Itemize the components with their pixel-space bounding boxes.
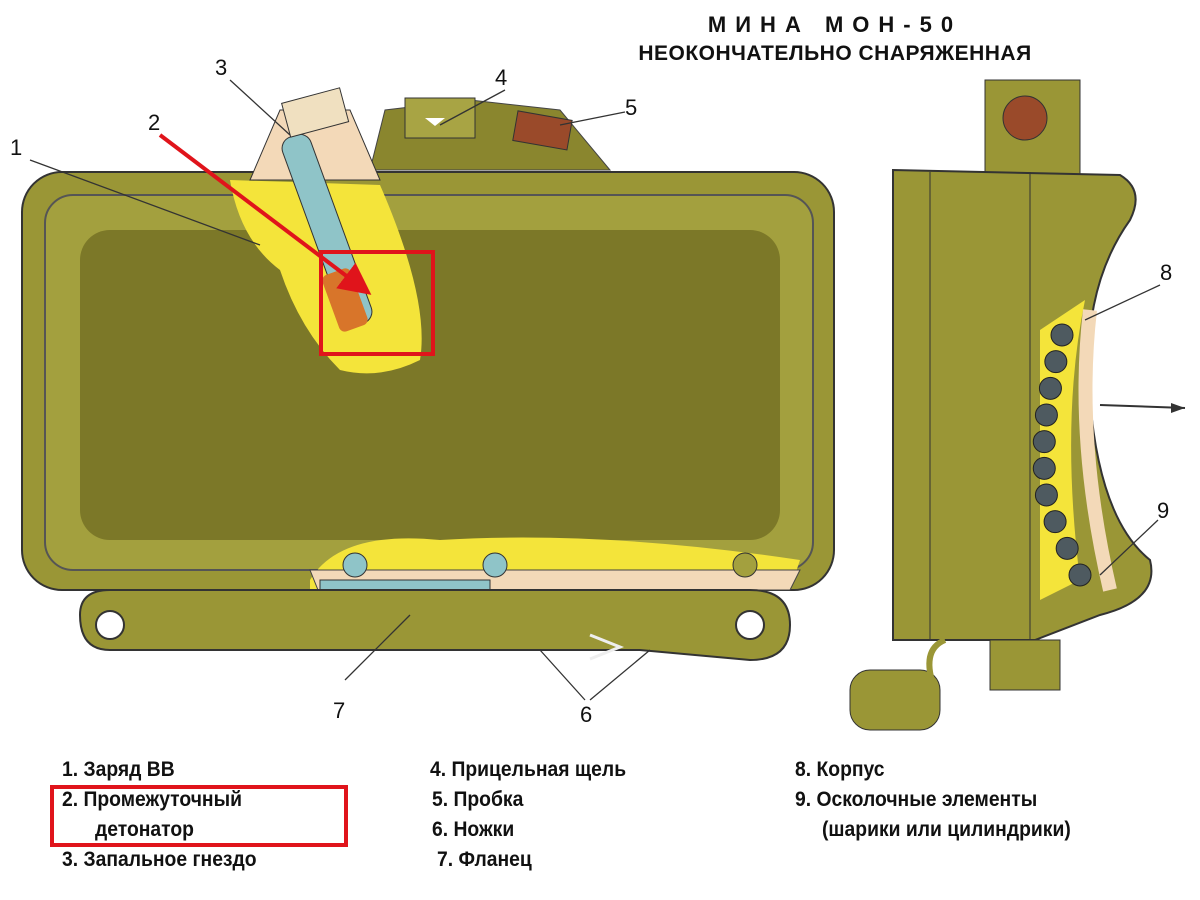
legs	[78, 589, 792, 662]
fragment-ball	[1050, 323, 1074, 347]
fragment-ball	[1034, 403, 1058, 427]
diagram-title: МИНА МОН-50	[707, 12, 963, 37]
plug	[512, 110, 573, 151]
callout-3: 3	[215, 55, 227, 80]
fragment-ball	[1032, 430, 1056, 454]
diagram-subtitle: НЕОКОНЧАТЕЛЬНО СНАРЯЖЕННАЯ	[638, 42, 1032, 65]
legend-item-7: 7. Фланец	[437, 848, 532, 871]
highlight-arrow	[158, 133, 372, 295]
side-view	[849, 79, 1186, 731]
callout-7: 7	[333, 698, 345, 723]
callout-1: 1	[10, 135, 22, 160]
callout-4: 4	[495, 65, 507, 90]
front-view	[21, 87, 835, 662]
fuse-plug	[281, 87, 350, 138]
legend-item-1: 1. Заряд ВВ	[62, 758, 175, 781]
legend-highlight-box	[50, 785, 348, 847]
callout-2: 2	[148, 110, 160, 135]
legend-item-6: 6. Ножки	[432, 818, 515, 841]
legend-item-9-cont: (шарики или цилиндрики)	[822, 818, 1071, 841]
body-inner	[80, 230, 780, 540]
fragment-ball	[1043, 510, 1067, 534]
fragment-ball	[1034, 483, 1058, 507]
callout-6: 6	[580, 702, 592, 727]
fragment-ball	[1032, 456, 1056, 480]
detonator-highlight-box	[319, 250, 435, 356]
callout-5: 5	[625, 95, 637, 120]
legend-item-9: 9. Осколочные элементы	[795, 788, 1038, 811]
callout-8: 8	[1160, 260, 1172, 285]
legend-item-2: 2. Промежуточный	[62, 788, 242, 811]
leader-lines	[29, 79, 1161, 701]
intermediate-detonator	[322, 268, 368, 332]
fragment-ball	[1044, 350, 1068, 374]
callout-9: 9	[1157, 498, 1169, 523]
fragmentation-balls	[1032, 323, 1092, 587]
fragment-ball	[1038, 376, 1062, 400]
legend-item-8: 8. Корпус	[795, 758, 885, 781]
legend-item-2-cont: детонатор	[95, 818, 195, 841]
legend-item-3: 3. Запальное гнездо	[62, 848, 257, 871]
fragment-ball	[1055, 536, 1079, 560]
legend-item-5: 5. Пробка	[432, 788, 524, 811]
legend-item-4: 4. Прицельная щель	[430, 758, 627, 781]
fragment-ball	[1068, 563, 1092, 587]
